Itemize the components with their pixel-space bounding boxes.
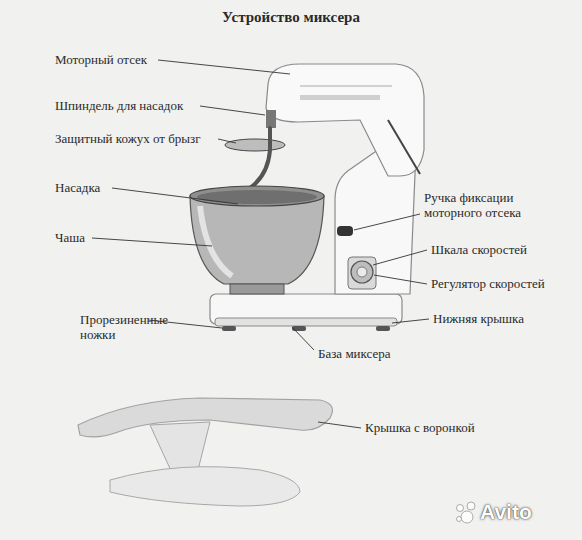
part-label: Шкала скоростей (431, 242, 527, 257)
part-label: Нижняя крышка (433, 311, 524, 326)
part-label: Шпиндель для насадок (55, 98, 183, 113)
title: Устройство миксера (0, 9, 582, 26)
speed-knob (351, 261, 373, 283)
part-label: Насадка (55, 180, 100, 195)
rubber-foot (222, 326, 236, 331)
spindle (266, 110, 276, 128)
part-label: Ручка фиксации моторного отсека (424, 190, 549, 220)
watermark-icon (457, 502, 476, 523)
lid-rim (110, 467, 300, 506)
part-label: База миксера (318, 346, 391, 361)
part-label: Чаша (55, 230, 85, 245)
splash-guard (225, 139, 285, 151)
lock-handle (337, 226, 353, 236)
bowl (190, 196, 324, 284)
watermark: Avito (480, 500, 532, 524)
part-label: Регулятор скоростей (431, 276, 545, 291)
rubber-foot (292, 326, 306, 331)
rubber-foot (376, 326, 390, 331)
part-label: Крышка с воронкой (365, 420, 475, 435)
motor-housing (266, 64, 424, 176)
part-label: Защитный кожух от брызг (55, 131, 200, 146)
leader-lines (92, 60, 429, 428)
speed-panel (348, 257, 376, 289)
part-label: Моторный отсек (55, 52, 147, 67)
bottom-cover (215, 318, 397, 326)
part-label: Прорезиненные ножки (80, 312, 185, 342)
speed-knob (357, 267, 367, 277)
